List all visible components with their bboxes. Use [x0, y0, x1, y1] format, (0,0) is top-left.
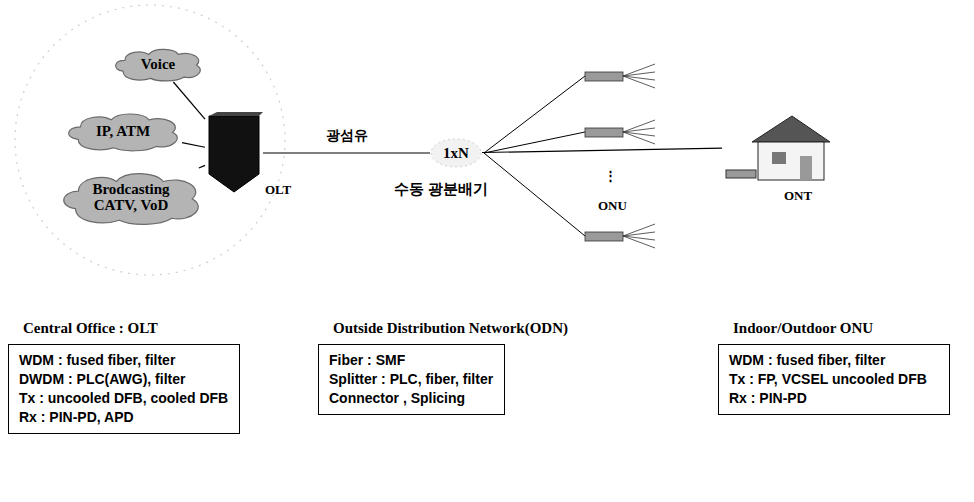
node-label: ONT [784, 188, 812, 204]
fiber-link [482, 148, 722, 152]
spec-line: Splitter : PLC, fiber, filter [329, 370, 494, 389]
fiber-link [199, 165, 205, 168]
device-label: ONU [598, 198, 627, 214]
spec-box: Central Office : OLTWDM : fused fiber, f… [8, 344, 240, 434]
network-region [15, 5, 285, 275]
fiber-link [263, 152, 430, 153]
service-cloud: Voice [112, 46, 204, 82]
ont-house: ONT [722, 112, 834, 182]
node-label: 수동 광분배기 [394, 180, 488, 199]
ellipsis-mark: ⋮ [604, 168, 617, 184]
drop-line [623, 72, 655, 76]
spec-line: Tx : uncooled DFB, cooled DFB [19, 389, 229, 408]
drop-line [623, 132, 655, 144]
spec-line: Rx : PIN-PD [729, 389, 939, 408]
onu-devices [484, 64, 655, 248]
olt-shape [205, 112, 263, 194]
spec-line: Tx : FP, VCSEL uncooled DFB [729, 370, 939, 389]
drop-fiber [484, 76, 585, 153]
house-icon [722, 112, 834, 182]
drop-line [623, 224, 655, 236]
spec-line: Connector , Splicing [329, 389, 494, 408]
spec-line: WDM : fused fiber, filter [19, 351, 229, 370]
onu-device [585, 128, 623, 137]
section-heading: Outside Distribution Network(ODN) [333, 320, 568, 337]
drop-line [623, 236, 655, 248]
drop-fiber [484, 132, 585, 153]
drop-fiber [484, 153, 585, 236]
spec-box: Outside Distribution Network(ODN)Fiber :… [318, 344, 505, 415]
spec-box: Indoor/Outdoor ONUWDM : fused fiber, fil… [718, 344, 950, 415]
drop-line [623, 232, 655, 236]
spec-line: Fiber : SMF [329, 351, 494, 370]
olt-unit: OLT [205, 112, 263, 194]
node-label: 1xN [430, 138, 482, 168]
onu-device [585, 232, 623, 241]
drop-line [623, 76, 655, 88]
drop-line [623, 64, 655, 76]
spec-line: DWDM : PLC(AWG), filter [19, 370, 229, 389]
edge-label: 광섬유 [324, 127, 370, 145]
node-label: OLT [265, 182, 291, 198]
drop-line [623, 120, 655, 132]
fiber-link [182, 143, 205, 148]
node-label: IP, ATM [96, 123, 150, 140]
spec-line: Rx : PIN-PD, APD [19, 408, 229, 427]
onu-device [585, 72, 623, 81]
section-heading: Central Office : OLT [23, 320, 158, 337]
node-label: Brodcasting CATV, VoD [75, 181, 187, 214]
service-cloud: Brodcasting CATV, VoD [58, 168, 204, 226]
fiber-link [173, 82, 205, 119]
drop-line [623, 128, 655, 132]
spec-line: WDM : fused fiber, filter [729, 351, 939, 370]
section-heading: Indoor/Outdoor ONU [733, 320, 873, 337]
service-cloud: IP, ATM [64, 110, 182, 152]
optical-splitter: 1xN수동 광분배기 [430, 138, 482, 168]
node-label: Voice [141, 56, 175, 73]
